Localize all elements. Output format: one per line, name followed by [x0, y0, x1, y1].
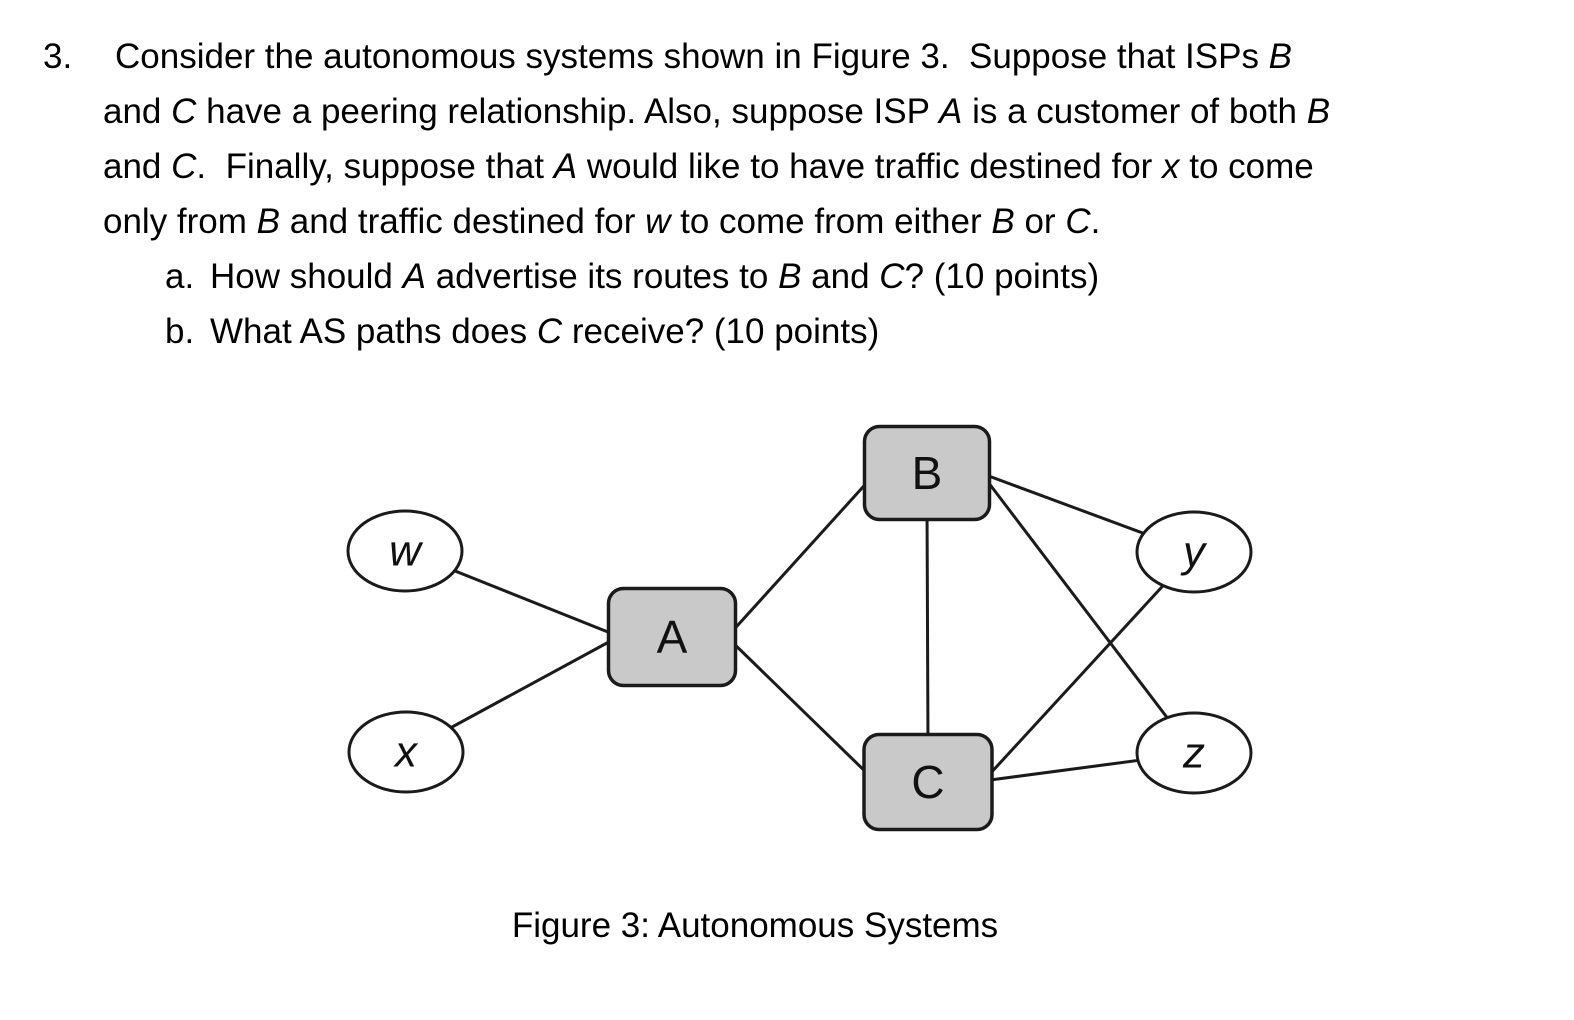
figure-caption: Figure 3: Autonomous Systems	[511, 906, 999, 945]
text-run: How should	[210, 257, 403, 296]
edge-A-B	[726, 475, 874, 638]
subquestion-text: What AS paths does C receive? (10 points…	[210, 312, 879, 351]
node-z: z	[1135, 711, 1253, 795]
text-run: ? (10 points)	[904, 257, 1100, 296]
problem-line-2: and C have a peering relationship. Also,…	[103, 84, 1330, 139]
node-w-shape	[346, 509, 464, 593]
text-run: and	[103, 147, 172, 186]
node-B: B	[862, 424, 992, 522]
italic-text-run: A	[939, 92, 963, 131]
node-x-label: x	[393, 728, 419, 777]
text-run: What AS paths does	[210, 312, 537, 351]
problem-block: 3. Consider the autonomous systems shown…	[43, 29, 1330, 359]
problem-line-3: and C. Finally, suppose that A would lik…	[103, 139, 1330, 194]
subquestion-a: a. How should A advertise its routes to B…	[43, 249, 1330, 304]
text-run: to come	[1179, 147, 1314, 186]
italic-text-run: A	[402, 257, 426, 296]
problem-line-1: Consider the autonomous systems shown in…	[103, 29, 1330, 84]
text-run: receive? (10 points)	[562, 312, 880, 351]
edge-A-C	[726, 636, 874, 780]
node-w-label: w	[389, 527, 424, 576]
italic-text-run: C	[171, 147, 197, 186]
node-x-shape	[347, 710, 465, 794]
node-y: y	[1135, 510, 1253, 594]
problem-number: 3.	[43, 37, 73, 76]
subquestion-text: How should A advertise its routes to B a…	[210, 257, 1099, 296]
edge-C-y	[986, 550, 1196, 778]
italic-text-run: w	[645, 202, 671, 241]
node-y-label: y	[1180, 528, 1208, 577]
text-run: . Finally, suppose that	[196, 147, 554, 186]
text-run: to come from either	[670, 202, 992, 241]
text-run: and	[103, 92, 172, 131]
edge-B-C	[925, 504, 930, 746]
text-run: and traffic destined for	[280, 202, 646, 241]
node-A: A	[606, 586, 738, 688]
node-A-shape	[606, 586, 738, 688]
edge-B-y	[985, 473, 1195, 554]
italic-text-run: B	[991, 202, 1015, 241]
text-run: .	[1090, 202, 1101, 241]
italic-text-run: C	[879, 257, 905, 296]
subquestion-label: a.	[165, 257, 195, 296]
italic-text-run: A	[553, 147, 578, 186]
italic-text-run: B	[1306, 92, 1331, 131]
node-C-label: C	[911, 756, 944, 808]
node-C-shape	[862, 732, 994, 832]
text-run: have a peering relationship. Also, suppo…	[196, 92, 940, 131]
node-y-shape	[1135, 510, 1253, 594]
text-run: and	[801, 257, 880, 296]
italic-text-run: C	[171, 92, 197, 131]
italic-text-run: B	[778, 257, 802, 296]
text-run: would like to have traffic destined for	[577, 147, 1163, 186]
node-x: x	[347, 710, 465, 794]
node-C: C	[862, 732, 994, 832]
subquestion-list: a. How should A advertise its routes to B…	[43, 249, 1330, 359]
subquestion-label: b.	[165, 312, 195, 351]
problem-line-4: only from B and traffic destined for w t…	[103, 194, 1330, 249]
edge-B-z	[986, 481, 1196, 754]
edge-w-A	[404, 549, 619, 638]
text-run: only from	[103, 202, 257, 241]
node-z-label: z	[1182, 729, 1205, 778]
italic-text-run: C	[1065, 202, 1091, 241]
node-z-shape	[1135, 711, 1253, 795]
italic-text-run: C	[536, 312, 563, 351]
text-run: or	[1014, 202, 1066, 241]
node-w: w	[346, 509, 464, 593]
text-run: advertise its routes to	[425, 257, 779, 296]
edge-C-z	[989, 751, 1195, 782]
node-A-label: A	[657, 611, 688, 663]
node-B-shape	[862, 424, 992, 522]
text-run: is a customer of both	[962, 92, 1307, 131]
subquestion-b: b. What AS paths does C receive? (10 poin…	[43, 304, 1330, 359]
italic-text-run: B	[256, 202, 281, 241]
italic-text-run: B	[1268, 37, 1293, 76]
node-B-label: B	[912, 447, 943, 499]
italic-text-run: x	[1162, 147, 1180, 186]
edge-x-A	[405, 635, 619, 754]
problem-text: Consider the autonomous systems shown in…	[103, 29, 1330, 249]
text-run: Consider the autonomous systems shown in…	[115, 37, 1269, 76]
